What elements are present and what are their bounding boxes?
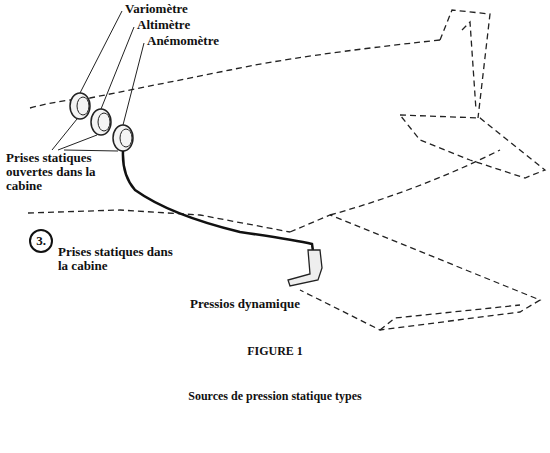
static-port-label: Prises statiques ouvertes dans la cabine bbox=[6, 151, 131, 193]
figure-caption: Sources de pression statique types bbox=[0, 389, 550, 403]
pitot-tube bbox=[123, 151, 314, 258]
pitot-label: Pressios dynamique bbox=[190, 297, 300, 311]
callout-circle: 3. bbox=[29, 229, 53, 253]
instrument-label: Altimètre bbox=[137, 18, 190, 32]
instrument-label: Anémomètre bbox=[147, 34, 219, 48]
figure-title: FIGURE 1 bbox=[0, 344, 550, 358]
pitot-probe bbox=[288, 250, 322, 286]
instrument-label: Variomètre bbox=[125, 2, 188, 16]
aircraft-outline bbox=[28, 10, 545, 330]
callout-number: 3. bbox=[36, 233, 46, 249]
static-port-label: Prises statiques dans la cabine bbox=[58, 245, 178, 273]
leader-lines bbox=[52, 11, 144, 151]
